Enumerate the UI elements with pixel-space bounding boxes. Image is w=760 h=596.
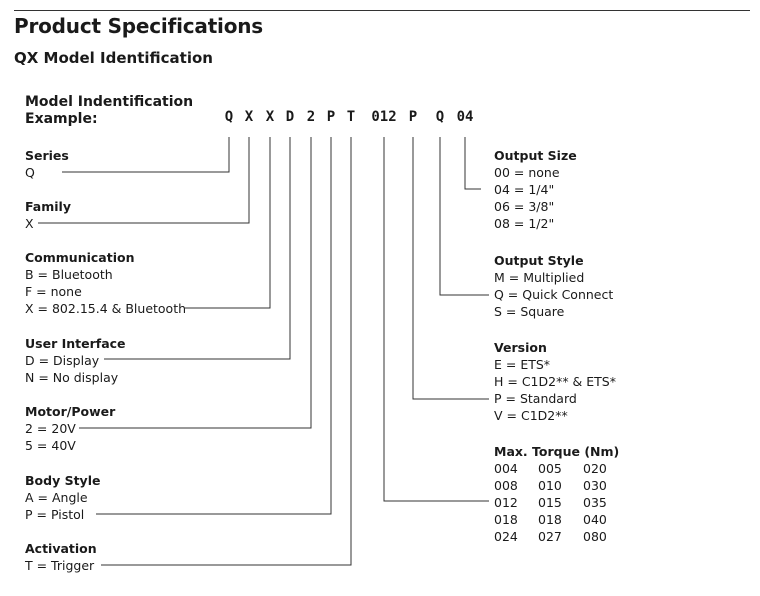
group-item: P = Standard — [494, 391, 577, 406]
torque-cell: 015 — [538, 495, 562, 510]
model-code-char: 04 — [456, 109, 474, 125]
torque-cell: 012 — [494, 495, 518, 510]
torque-cell: 004 — [494, 461, 518, 476]
header-rule — [14, 10, 750, 11]
model-code-char: D — [285, 109, 295, 125]
group-title: Communication — [25, 250, 135, 265]
group-body-style: Body Style A = Angle P = Pistol — [25, 472, 100, 523]
group-user-interface: User Interface D = Display N = No displa… — [25, 335, 126, 386]
connector-activation — [101, 137, 352, 566]
torque-cell: 018 — [494, 512, 518, 527]
group-series: Series Q — [25, 147, 69, 181]
example-label-line2: Example: — [25, 111, 98, 127]
model-code-char: 012 — [371, 109, 397, 125]
example-label: Model Indentification Example: — [25, 94, 193, 128]
group-item: E = ETS* — [494, 357, 551, 372]
model-code-char: P — [326, 109, 336, 125]
group-item: 06 = 3/8" — [494, 199, 555, 214]
group-item: P = Pistol — [25, 507, 85, 522]
example-label-line1: Model Indentification — [25, 94, 194, 110]
page-title: Product Specifications — [14, 14, 263, 38]
torque-cell: 005 — [538, 461, 562, 476]
group-item: Q — [25, 165, 35, 180]
torque-cell: 027 — [538, 529, 562, 544]
group-item: 2 = 20V — [25, 421, 76, 436]
group-item: 00 = none — [494, 165, 560, 180]
group-version: Version E = ETS* H = C1D2** & ETS* P = S… — [494, 339, 616, 424]
group-communication: Communication B = Bluetooth F = none X =… — [25, 249, 186, 317]
torque-cell: 080 — [583, 529, 607, 544]
model-code-char: X — [265, 109, 275, 125]
group-title: Version — [494, 340, 547, 355]
model-code-char: 2 — [306, 109, 316, 125]
connector-series — [62, 137, 230, 173]
group-output-style: Output Style M = Multiplied Q = Quick Co… — [494, 252, 613, 320]
torque-table: 004 005 020 008 010 030 012 015 035 018 … — [494, 460, 624, 550]
group-title: User Interface — [25, 336, 126, 351]
connector-user-interface — [104, 137, 291, 360]
group-title: Output Style — [494, 253, 584, 268]
connector-body-style — [96, 137, 332, 515]
group-activation: Activation T = Trigger — [25, 540, 97, 574]
group-item: T = Trigger — [25, 558, 95, 573]
group-item: 08 = 1/2" — [494, 216, 555, 231]
group-item: 04 = 1/4" — [494, 182, 555, 197]
torque-cell: 030 — [583, 478, 607, 493]
group-item: S = Square — [494, 304, 565, 319]
torque-cell: 040 — [583, 512, 607, 527]
model-code-char: P — [408, 109, 418, 125]
group-title: Series — [25, 148, 69, 163]
page-subtitle: QX Model Identification — [14, 49, 213, 67]
connector-torque — [383, 137, 489, 502]
group-item: V = C1D2** — [494, 408, 568, 423]
group-family: Family X — [25, 198, 71, 232]
connector-motor-power — [79, 137, 312, 429]
connector-communication — [185, 137, 271, 309]
connector-family — [38, 137, 250, 224]
torque-title: Max. Torque (Nm) — [494, 444, 620, 459]
group-item: N = No display — [25, 370, 119, 385]
torque-cell: 024 — [494, 529, 518, 544]
group-item: Q = Quick Connect — [494, 287, 614, 302]
group-item: X — [25, 216, 34, 231]
torque-cell: 035 — [583, 495, 607, 510]
group-item: B = Bluetooth — [25, 267, 113, 282]
group-title: Body Style — [25, 473, 101, 488]
group-item: M = Multiplied — [494, 270, 585, 285]
torque-cell: 020 — [583, 461, 607, 476]
group-item: F = none — [25, 284, 82, 299]
torque-cell: 008 — [494, 478, 518, 493]
group-title: Motor/Power — [25, 404, 116, 419]
group-item: X = 802.15.4 & Bluetooth — [25, 301, 187, 316]
group-output-size: Output Size 00 = none 04 = 1/4" 06 = 3/8… — [494, 147, 577, 232]
group-motor-power: Motor/Power 2 = 20V 5 = 40V — [25, 403, 115, 454]
connector-output-size — [464, 137, 481, 190]
model-code-char: X — [244, 109, 254, 125]
group-item: D = Display — [25, 353, 100, 368]
model-code-char: Q — [224, 109, 234, 125]
torque-cell: 018 — [538, 512, 562, 527]
group-item: A = Angle — [25, 490, 88, 505]
connector-version — [412, 137, 489, 400]
model-code-char: Q — [435, 109, 445, 125]
group-title: Activation — [25, 541, 97, 556]
model-code-char: T — [346, 109, 356, 125]
group-item: 5 = 40V — [25, 438, 76, 453]
torque-cell: 010 — [538, 478, 562, 493]
group-title: Family — [25, 199, 71, 214]
group-title: Output Size — [494, 148, 577, 163]
connector-output-style — [439, 137, 489, 296]
group-item: H = C1D2** & ETS* — [494, 374, 616, 389]
